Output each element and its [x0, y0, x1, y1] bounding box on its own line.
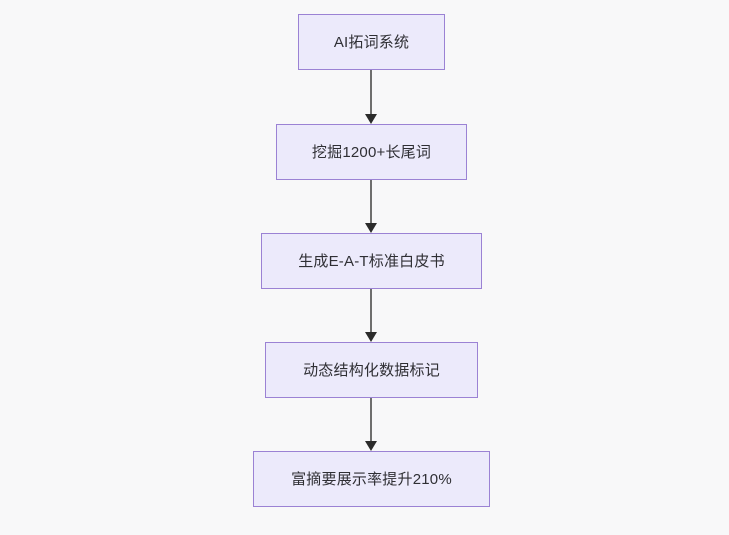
- flow-node-label: 动态结构化数据标记: [303, 361, 440, 379]
- flow-node-label: 富摘要展示率提升210%: [291, 470, 452, 488]
- flow-node-label: 挖掘1200+长尾词: [311, 143, 432, 161]
- edge-node2-node3: [365, 180, 377, 233]
- flow-node-rich-snippet-impression-lift[interactable]: 富摘要展示率提升210%: [253, 451, 490, 507]
- flow-node-label: 生成E-A-T标准白皮书: [298, 252, 445, 270]
- flow-node-mine-longtail-keywords[interactable]: 挖掘1200+长尾词: [276, 124, 467, 180]
- flow-node-ai-keyword-system[interactable]: AI拓词系统: [298, 14, 445, 70]
- flow-node-generate-eat-whitepaper[interactable]: 生成E-A-T标准白皮书: [261, 233, 482, 289]
- flow-node-label: AI拓词系统: [333, 33, 410, 51]
- flow-node-dynamic-structured-data-markup[interactable]: 动态结构化数据标记: [265, 342, 478, 398]
- edge-node3-node4: [365, 289, 377, 342]
- edge-node1-node2: [365, 70, 377, 124]
- edge-node4-node5: [365, 398, 377, 451]
